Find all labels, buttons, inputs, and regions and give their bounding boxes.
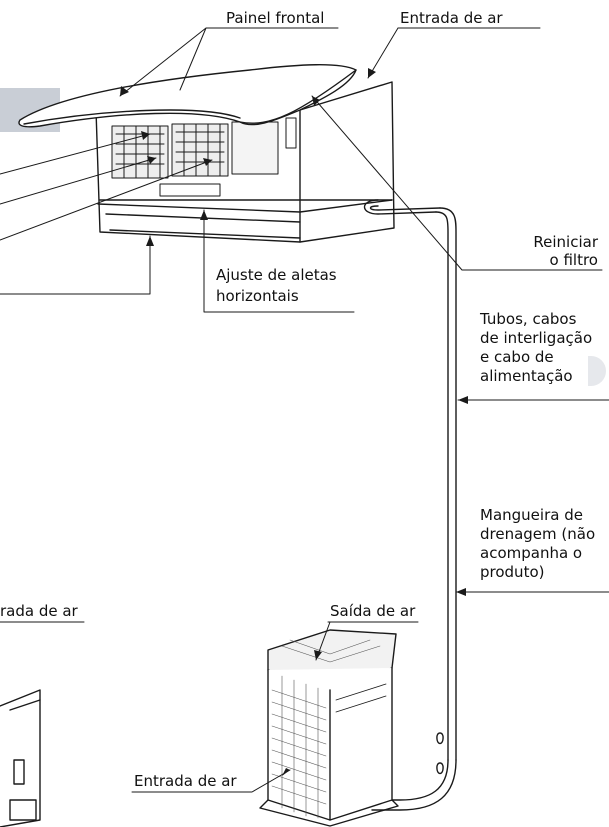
label-entrada-de-ar-left: rada de ar [0,602,78,620]
right-grey-tab [588,356,606,386]
label-entrada-de-ar-top: Entrada de ar [400,9,503,27]
label-tubos-2: de interligação [480,329,593,347]
label-o-filtro: o filtro [549,251,598,269]
left-partial-unit [0,689,41,827]
air-filters [111,117,297,197]
label-painel-frontal: Painel frontal [226,9,325,27]
label-mangueira-4: produto) [480,563,545,581]
label-ajuste-line1: Ajuste de aletas [216,266,337,284]
interconnect-pipes [435,211,449,761]
label-mangueira-2: drenagem (não [480,525,596,543]
label-tubos-4: alimentação [480,367,573,385]
label-mangueira-3: acompanha o [480,544,583,562]
label-reiniciar: Reiniciar [533,233,598,251]
front-panel [18,64,357,128]
label-tubos-1: Tubos, cabos [480,310,577,328]
outdoor-unit [259,629,399,827]
label-entrada-de-ar-bottom: Entrada de ar [134,772,237,790]
label-saida-de-ar: Saída de ar [330,602,416,620]
label-ajuste-line2: horizontais [216,287,299,305]
label-mangueira-1: Mangueira de [480,506,583,524]
label-tubos-3: e cabo de [480,348,554,366]
